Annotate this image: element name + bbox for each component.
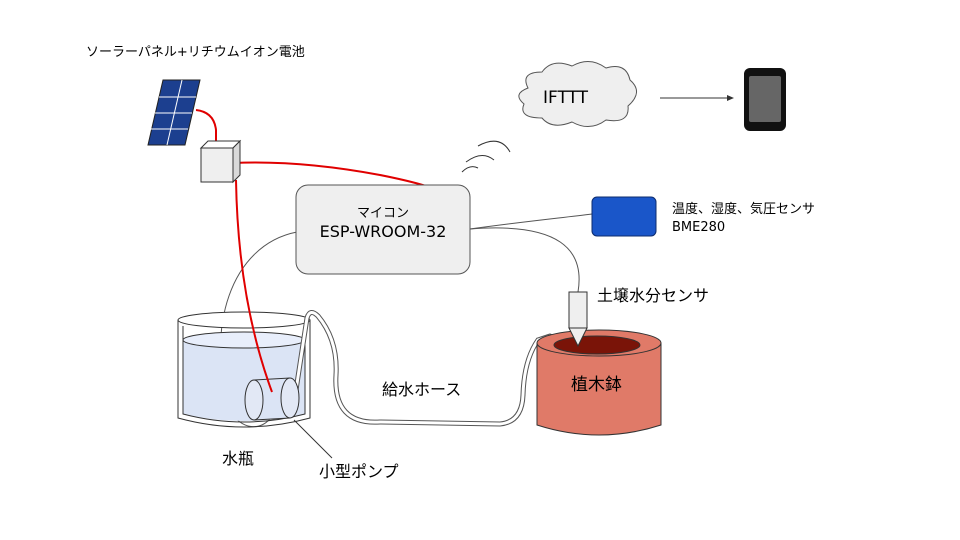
wifi-signal-icon <box>461 140 511 173</box>
panel-to-battery-wire <box>195 109 217 145</box>
env-sensor-label-line2: BME280 <box>672 220 726 235</box>
mcu-to-env-sensor-wire <box>469 213 593 230</box>
mcu-to-soil-sensor-wire <box>469 227 580 293</box>
notification-arrow <box>660 95 734 101</box>
env-sensor-box <box>591 196 657 237</box>
env-sensor-label-line1: 温度、湿度、気圧センサ <box>672 202 816 217</box>
microcontroller-label-line1: マイコン <box>356 206 409 221</box>
microcontroller-label-line2: ESP-WROOM-32 <box>319 222 447 241</box>
soil-sensor-probe <box>568 291 588 348</box>
solar-panel-label: ソーラーパネル+リチウムイオン電池 <box>86 45 305 60</box>
pump-leader-line <box>293 419 333 459</box>
water-hose <box>293 310 553 427</box>
plant-pot <box>536 329 662 436</box>
pump-label: 小型ポンプ <box>319 462 399 481</box>
water-hose-label: 給水ホース <box>382 380 462 399</box>
plant-pot-label: 植木鉢 <box>571 375 622 395</box>
ifttt-cloud <box>518 61 637 127</box>
soil-sensor-label: 土壌水分センサ <box>597 286 710 305</box>
microcontroller-box <box>295 184 471 275</box>
water-bottle-label: 水瓶 <box>222 449 255 468</box>
pump <box>244 377 300 421</box>
ifttt-label: IFTTT <box>543 88 589 108</box>
battery-box <box>199 139 242 184</box>
battery-to-pump-power-wire <box>235 179 273 393</box>
solar-panel <box>147 79 201 146</box>
smartphone-icon <box>744 68 786 131</box>
